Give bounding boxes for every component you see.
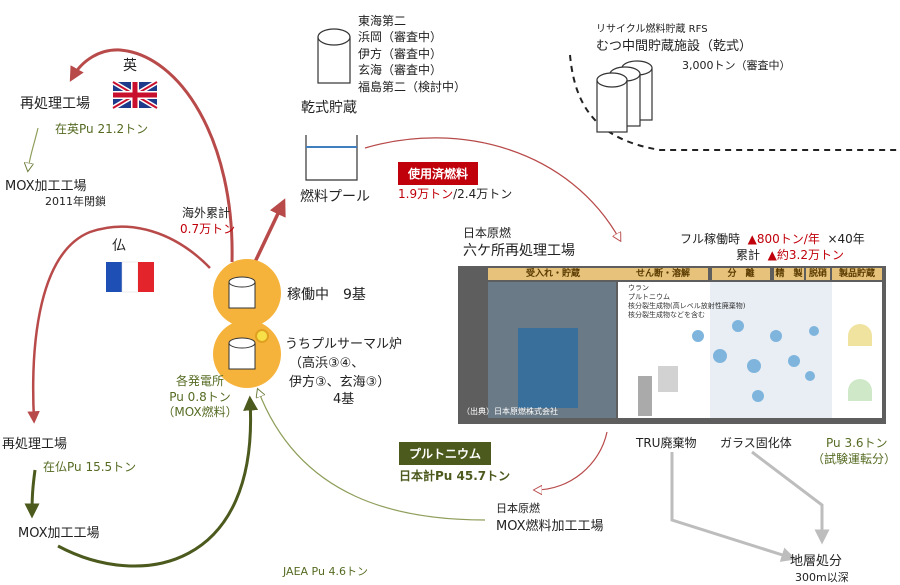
rokkasho-fullop: フル稼働時 ▲800トン/年 ×40年 xyxy=(680,230,865,247)
plant-section-header: 脱硝 xyxy=(806,268,830,280)
plants-pu: Pu 0.8トン xyxy=(169,390,231,404)
japan-pu-total: 日本計Pu 45.7トン xyxy=(399,469,511,483)
dry-sites-list: 浜岡（審査中） 伊方（審査中） 玄海（審査中） 福島第二（検討中） xyxy=(358,29,466,95)
plutonium-badge: プルトニウム xyxy=(399,442,492,465)
uk-mox-label: MOX加工工場 xyxy=(5,179,87,194)
disposal-depth: 300m以深 xyxy=(795,571,849,584)
plant-source: （出典）日本原燃株式会社 xyxy=(462,407,558,416)
reactor-icon xyxy=(213,259,281,388)
arrow-reactor-pool xyxy=(253,198,286,263)
geological-disposal-label: 地層処分 xyxy=(790,554,843,569)
spent-fuel-amount-total: /2.4万トン xyxy=(453,187,513,201)
union-jack-flag xyxy=(111,79,159,111)
rfs-facility: むつ中間貯蔵施設（乾式） xyxy=(596,39,753,54)
fr-reprocessing-label: 再処理工場 xyxy=(2,437,68,452)
pluthermal-list: （高浜③④、 xyxy=(289,356,365,371)
cumulative-label: 累計 xyxy=(736,248,761,262)
dry-site-item: 浜岡（審査中） xyxy=(358,30,443,44)
full-op-rate: ▲800トン/年 xyxy=(747,232,820,246)
plant-section-header: 分 離 xyxy=(712,268,770,280)
fr-mox-label: MOX加工工場 xyxy=(18,526,100,541)
legend-item: 核分裂生成物などを含む xyxy=(628,311,705,319)
dry-cask-icon xyxy=(317,28,351,84)
uk-pu-label: 在英Pu 21.2トン xyxy=(55,122,149,136)
fuel-pool-label: 燃料プール xyxy=(300,189,370,205)
line-glass-disposal xyxy=(751,450,830,545)
rokkasho-cumulative: 累計 ▲約3.2万トン xyxy=(736,246,844,263)
rokkasho-name: 六ケ所再処理工場 xyxy=(463,243,575,259)
mox-jnfl-company: 日本原燃 xyxy=(496,502,540,515)
legend-item: ウラン xyxy=(628,284,649,292)
fr-pu-label: 在仏Pu 15.5トン xyxy=(43,460,137,474)
uk-reprocessing-label: 再処理工場 xyxy=(20,96,90,112)
rokkasho-pu-label: Pu 3.6トン xyxy=(826,436,888,450)
arrow-moxjnfl-plants xyxy=(258,390,486,521)
uk-country-label: 英 xyxy=(123,58,137,74)
full-op-label: フル稼働時 xyxy=(680,232,741,246)
uk-mox-status: 2011年閉鎖 xyxy=(45,195,106,208)
plants-note: （MOX燃料） xyxy=(162,405,238,419)
arrow-uk-mox xyxy=(28,127,39,170)
vitrified-waste-label: ガラス固化体 xyxy=(720,436,792,450)
spent-fuel-badge: 使用済燃料 xyxy=(398,162,479,185)
french-tricolor-flag xyxy=(106,261,154,293)
legend-item: プルトニウム xyxy=(628,293,670,301)
rfs-casks-icon xyxy=(596,60,653,133)
arrow-mox-to-plants xyxy=(57,395,259,568)
plant-section-header: せん断・溶解 xyxy=(618,268,708,280)
dry-site-item: 伊方（審査中） xyxy=(358,46,443,61)
plant-section-header: 精 製 xyxy=(774,268,804,280)
plant-legend: ウラン プルトニウム 核分裂生成物(高レベル放射性廃棄物) 核分裂生成物などを含… xyxy=(628,284,745,320)
dry-site-item: 福島第二（検討中） xyxy=(358,79,467,94)
arrow-to-france xyxy=(27,225,211,424)
overseas-label: 海外累計 xyxy=(182,206,231,220)
full-op-years: ×40年 xyxy=(827,232,865,246)
dry-sites-title: 東海第二 xyxy=(358,14,407,28)
dry-site-item: 玄海（審査中） xyxy=(358,63,443,77)
rfs-boundary xyxy=(569,54,900,151)
plant-section-header: 製品貯蔵 xyxy=(832,268,882,280)
arrow-to-uk xyxy=(69,48,234,263)
arrow-fr-mox xyxy=(24,469,40,519)
arrow-pool-rokkasho xyxy=(364,137,620,240)
rfs-name: リサイクル燃料貯蔵 RFS xyxy=(596,24,708,35)
tru-waste-label: TRU廃棄物 xyxy=(636,436,697,450)
plants-label: 各発電所 xyxy=(175,374,224,388)
overseas-value: 0.7万トン xyxy=(180,222,236,236)
spent-fuel-amount-main: 1.9万トン xyxy=(398,187,454,201)
jaea-pu-label: JAEA Pu 4.6トン xyxy=(283,565,368,578)
spent-fuel-amount: 1.9万トン/2.4万トン xyxy=(398,185,512,202)
legend-item: 核分裂生成物(高レベル放射性廃棄物) xyxy=(628,302,746,310)
rfs-capacity: 3,000トン（審査中） xyxy=(682,59,791,72)
dry-storage-label: 乾式貯蔵 xyxy=(301,100,357,116)
mox-jnfl-name: MOX燃料加工工場 xyxy=(496,519,604,534)
pluthermal-count: 4基 xyxy=(333,392,355,407)
fr-country-label: 仏 xyxy=(112,238,126,254)
fuel-pool-icon xyxy=(305,135,358,181)
plant-equipment-graphic xyxy=(488,282,882,418)
rokkasho-pu-note: （試験運転分） xyxy=(812,452,897,466)
rokkasho-plant-diagram: 受入れ・貯蔵 せん断・溶解 分 離 精 製 脱硝 製品貯蔵 ウラン プルトニウム… xyxy=(458,266,886,424)
line-tru-disposal xyxy=(670,452,797,562)
cumulative-value: ▲約3.2万トン xyxy=(767,248,844,262)
pluthermal-list2: 伊方③、玄海③） xyxy=(289,375,391,390)
plant-section-header: 受入れ・貯蔵 xyxy=(488,268,618,280)
arrow-rokkasho-mox xyxy=(535,431,608,490)
rokkasho-company: 日本原燃 xyxy=(463,226,512,240)
pluthermal-label: うちプルサーマル炉 xyxy=(285,337,403,352)
operating-reactors: 稼働中 9基 xyxy=(287,287,366,303)
